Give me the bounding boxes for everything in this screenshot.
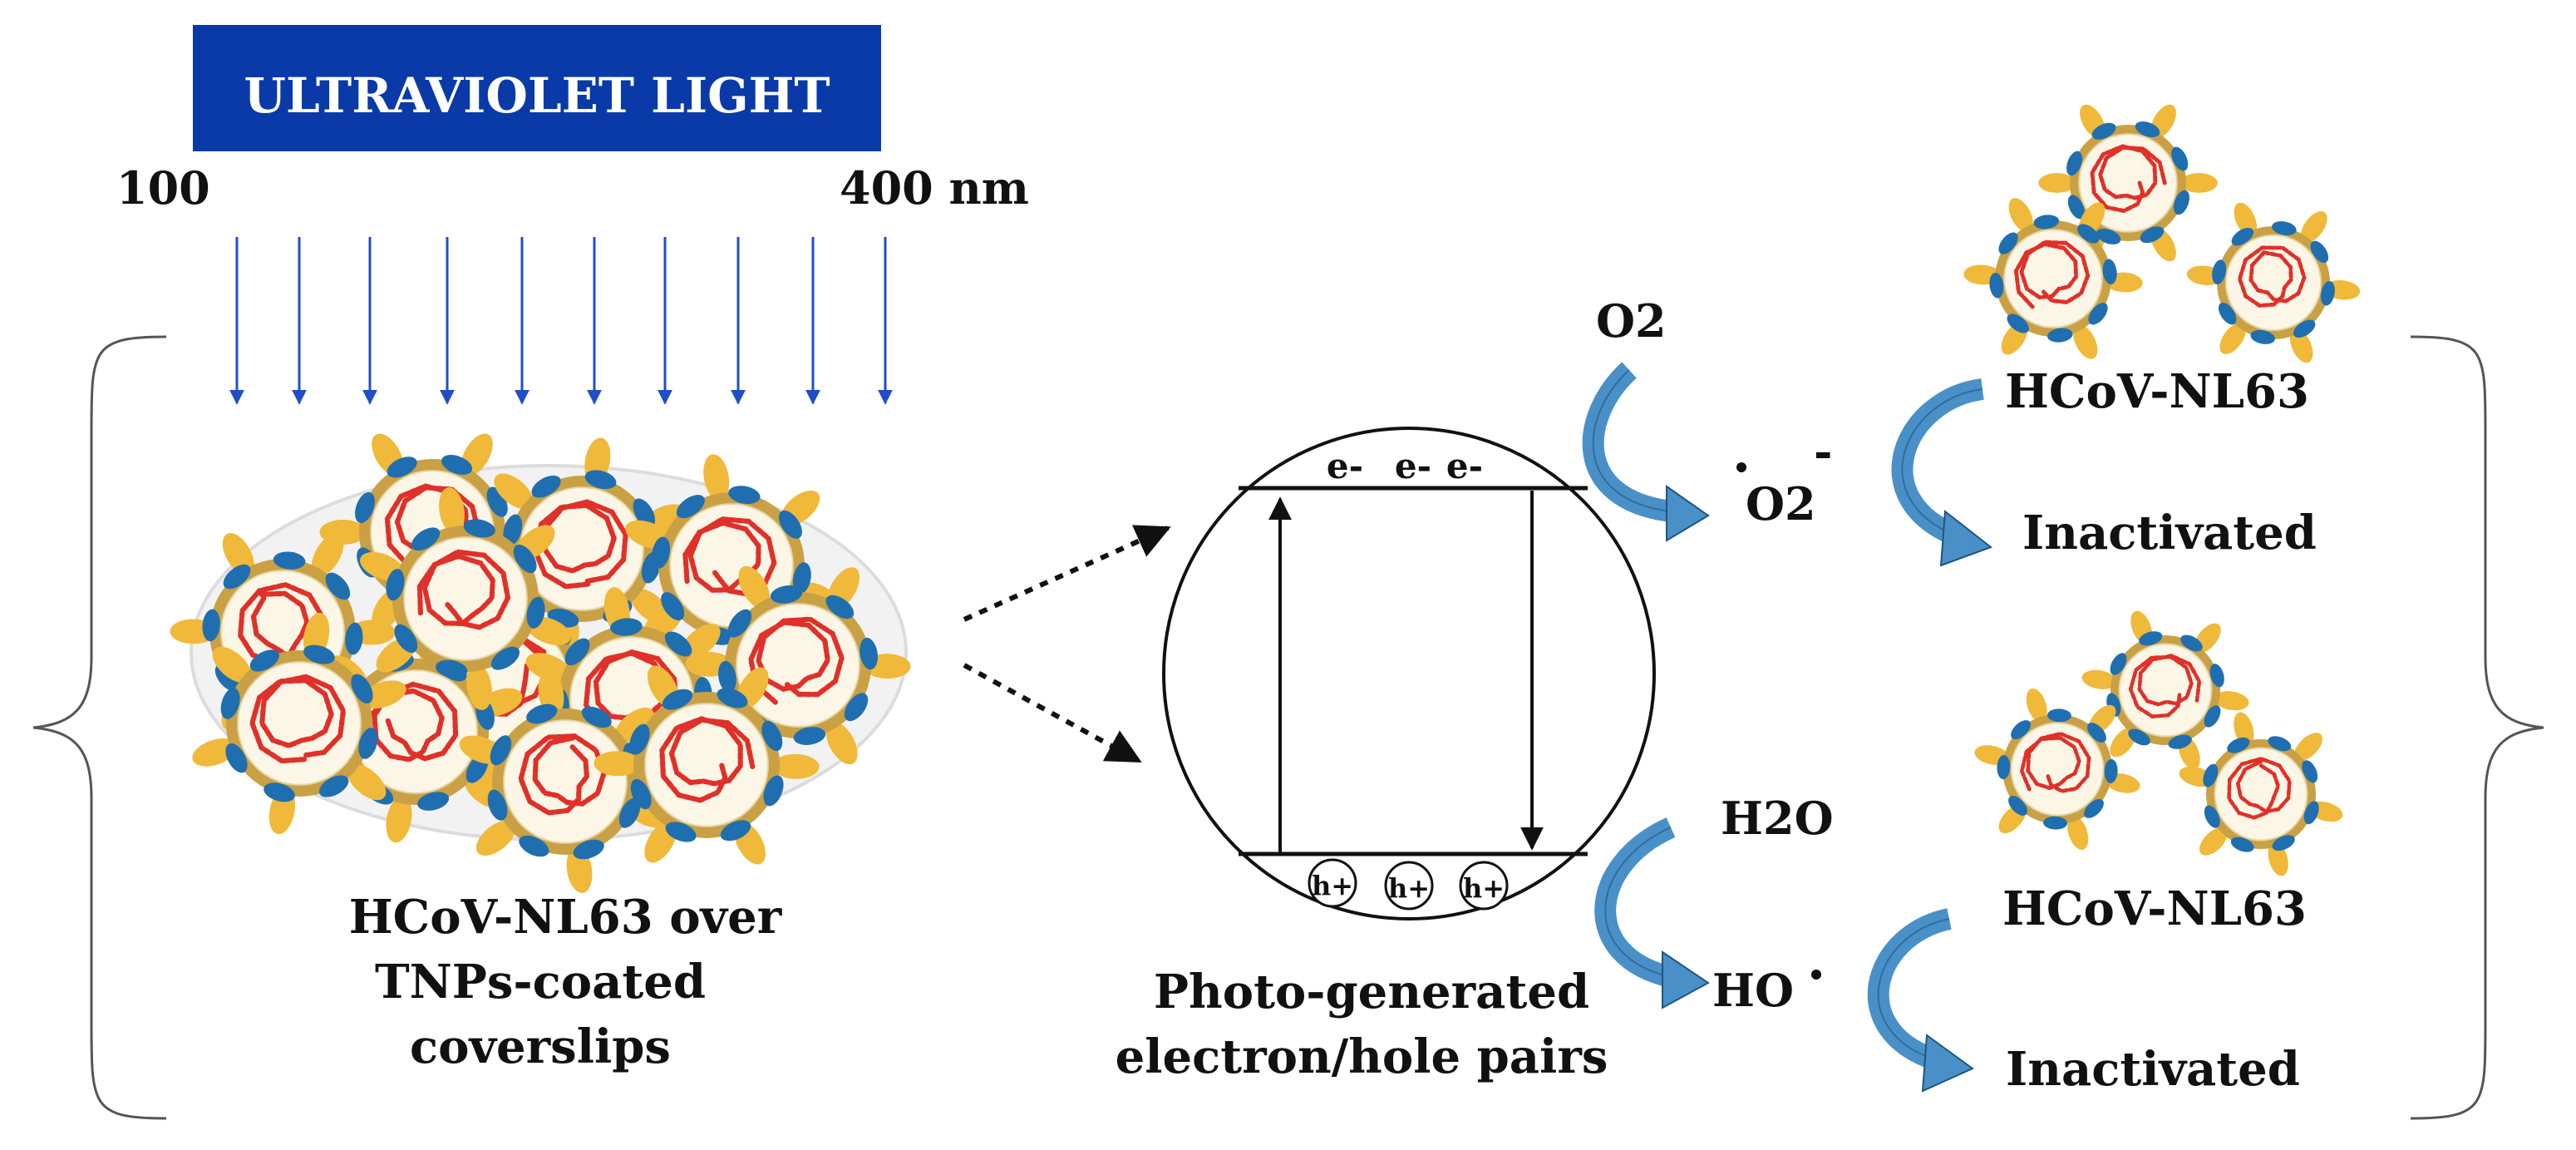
coronavirus-particle xyxy=(594,665,820,865)
curved-arrows xyxy=(1582,362,1993,1093)
product-superoxide-charge: - xyxy=(1814,425,1832,478)
coronavirus-particle xyxy=(2186,202,2361,363)
electron-label-3: e- xyxy=(1446,446,1483,486)
uv-banner xyxy=(193,25,881,151)
uv-range-end: 400 nm xyxy=(840,161,1029,215)
coronavirus-particle xyxy=(459,670,672,893)
inactivated-label-top: Inactivated xyxy=(2022,506,2317,560)
electron-label-1: e- xyxy=(1327,446,1363,486)
product-superoxide: O2 xyxy=(1746,477,1816,531)
band-caption-line-2: electron/hole pairs xyxy=(1116,1029,1608,1084)
hole-label-1: h+ xyxy=(1312,870,1353,901)
hole-label-3: h+ xyxy=(1463,872,1505,904)
coronavirus-particle xyxy=(1963,198,2143,359)
band-diagram-circle xyxy=(1162,427,1656,920)
hole-circle-2 xyxy=(1384,861,1434,911)
virus-target-clusters xyxy=(1963,104,2361,876)
coverslip-caption-line-2: TNPs-coated xyxy=(375,955,706,1009)
coronavirus-particle xyxy=(1974,688,2140,851)
coronavirus-particle xyxy=(360,486,571,711)
coverslip-virus-cluster xyxy=(170,433,911,893)
curved-reaction-arrow xyxy=(1867,908,1953,1071)
reactant-o2: O2 xyxy=(1596,294,1667,348)
virus-label-top: HCoV-NL63 xyxy=(2005,364,2309,419)
curved-reaction-arrow xyxy=(1582,362,1672,522)
band-caption-line-1: Photo-generated xyxy=(1154,965,1589,1019)
uv-banner-label: ULTRAVIOLET LIGHT xyxy=(244,67,830,124)
zoom-arrow-upper xyxy=(963,525,1171,622)
coronavirus-particle xyxy=(2179,712,2343,876)
uv-arrows xyxy=(229,237,893,405)
curved-reaction-arrow xyxy=(1891,378,1985,547)
reactant-h2o: H2O xyxy=(1721,792,1834,845)
right-brace xyxy=(2410,335,2544,1120)
uv-range-start: 100 xyxy=(116,161,210,215)
coverslip-caption-line-3: coverslips xyxy=(410,1019,671,1074)
left-brace xyxy=(32,335,167,1120)
curved-reaction-arrow xyxy=(1594,817,1676,988)
virus-label-bottom: HCoV-NL63 xyxy=(2002,881,2307,936)
radical-dot-top xyxy=(1736,462,1746,472)
coronavirus-particle xyxy=(2081,610,2249,770)
electron-label-2: e- xyxy=(1395,446,1431,486)
coronavirus-particle xyxy=(192,612,406,835)
radical-dot-bottom xyxy=(1811,970,1821,980)
hole-label-2: h+ xyxy=(1388,872,1430,904)
inactivated-label-bottom: Inactivated xyxy=(2006,1042,2300,1097)
product-hydroxyl: HO xyxy=(1712,964,1794,1017)
zoom-arrow-lower xyxy=(963,663,1142,763)
coverslip-caption-line-1: HCoV-NL63 over xyxy=(349,890,783,945)
hole-circle-1 xyxy=(1308,858,1357,908)
hole-circle-3 xyxy=(1459,861,1509,911)
